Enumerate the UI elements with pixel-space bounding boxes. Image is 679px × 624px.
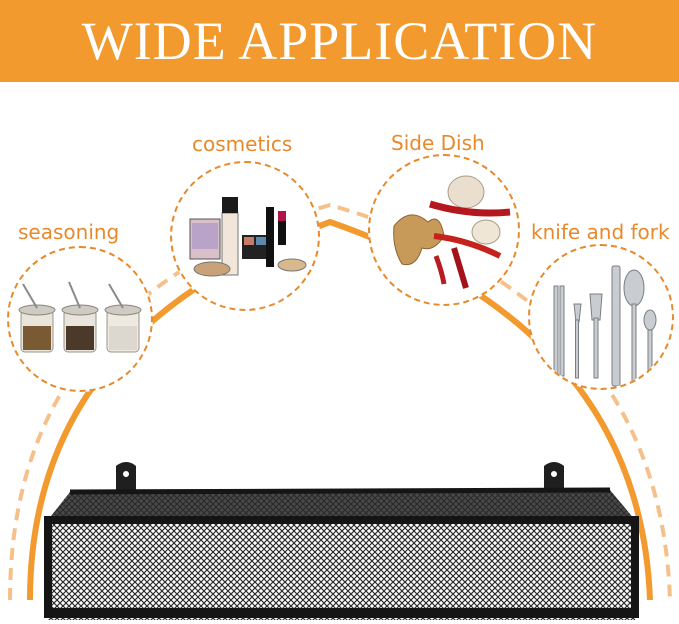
label-side-dish: Side Dish [391,131,485,155]
cosmetics-icon [189,197,307,277]
seasoning-circle [7,246,153,392]
knife-and-fork-circle [528,244,674,390]
header-banner: WIDE APPLICATION [0,0,679,82]
spice-jars-icon [18,281,142,353]
banner-title: WIDE APPLICATION [81,11,598,71]
label-cosmetics: cosmetics [192,132,293,156]
label-knife-and-fork: knife and fork [531,220,670,244]
ginger-garlic-chili-icon [393,175,511,289]
label-seasoning: seasoning [18,220,120,244]
cosmetics-circle [170,161,320,311]
side-dish-circle [368,154,520,306]
cutlery-icon [553,265,657,387]
